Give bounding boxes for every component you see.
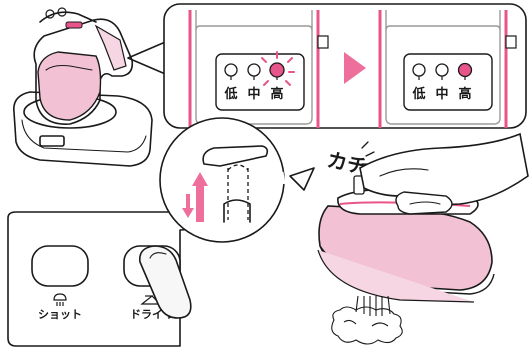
indicator-panel-after: 低 中 高	[380, 10, 516, 128]
label-mid: 中	[247, 86, 260, 102]
label-high: 高	[458, 86, 471, 102]
high-lamp-lit	[270, 63, 284, 77]
label-low: 低	[223, 86, 237, 102]
label-low: 低	[411, 86, 425, 102]
high-lamp-steady	[459, 64, 472, 77]
label-high: 高	[270, 86, 283, 102]
label-mid: 中	[435, 86, 448, 102]
finger-callout	[160, 118, 314, 242]
steam-burst	[332, 296, 403, 344]
shot-button[interactable]	[32, 246, 88, 286]
indicator-panel-before: 低 中 高	[190, 10, 328, 128]
indicator-callout: 低 中 高 低 中 高	[164, 4, 526, 128]
iron-on-stand-illustration	[14, 8, 152, 166]
shot-button-label: ショット	[38, 308, 82, 321]
